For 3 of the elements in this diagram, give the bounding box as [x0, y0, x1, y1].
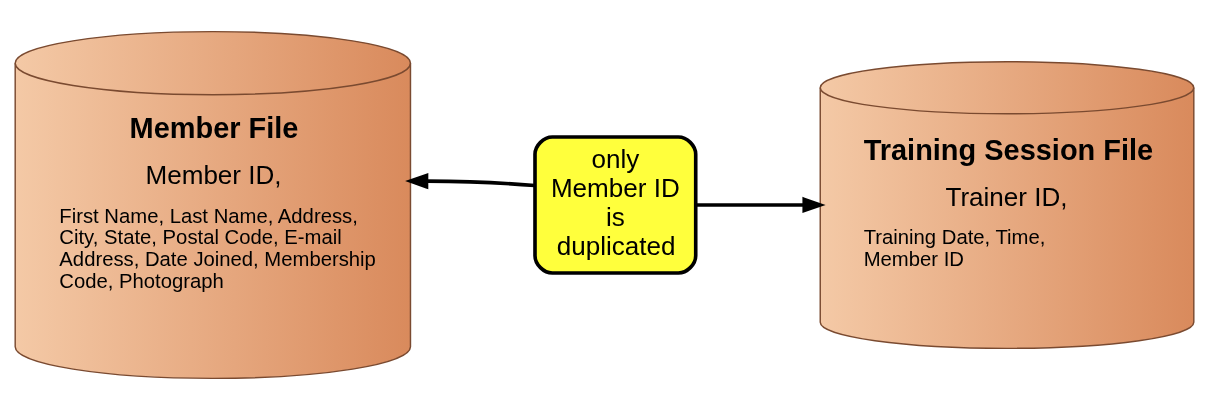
arrow [405, 173, 535, 190]
node-box: only Member ID is duplicated [533, 135, 698, 275]
arrow [695, 196, 826, 214]
